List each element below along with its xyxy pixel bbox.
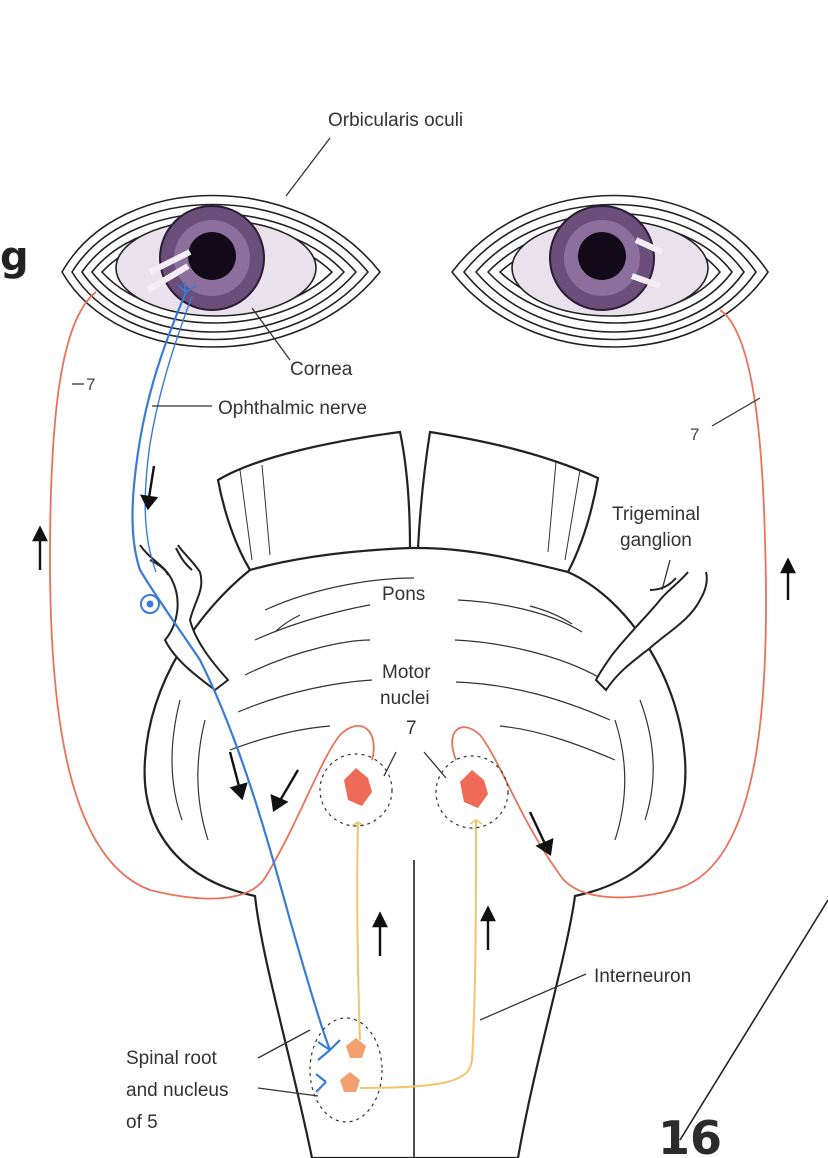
spinal-root-label-3: of 5	[126, 1112, 158, 1133]
page-corner-line	[679, 899, 828, 1141]
pons-label: Pons	[382, 584, 425, 605]
trigeminal-ganglion-label-1: Trigeminal	[612, 504, 700, 525]
left-facial-nerve	[49, 291, 375, 900]
arrow-diag-right-mid	[528, 811, 554, 857]
interneuron-path	[351, 819, 483, 1089]
cornea-label: Cornea	[290, 359, 353, 380]
motor-nuclei	[319, 753, 509, 829]
facial-nerve-paths	[49, 291, 767, 900]
left-peduncle	[216, 430, 412, 572]
orbicularis-oculi-label: Orbicularis oculi	[328, 110, 463, 131]
ophthalmic-nerve-path	[131, 281, 341, 1093]
pons-striations	[171, 461, 654, 841]
arrow-up-interneuron-left	[372, 911, 388, 956]
motor-nuclei-label-1: Motor	[382, 662, 431, 683]
facial-nerve-right-label: 7	[690, 425, 699, 444]
left-eye	[61, 194, 382, 348]
right-peduncle	[416, 430, 600, 574]
right-eye	[450, 194, 769, 348]
leader-lines	[72, 137, 828, 1141]
right-motor-neuron	[460, 770, 488, 808]
left-pupil	[188, 232, 236, 280]
trigeminal-ganglion-label-2: ganglion	[620, 530, 692, 551]
spinal-root-label-1: Spinal root	[126, 1048, 218, 1069]
right-facial-nerve	[451, 309, 767, 899]
pons-outline	[143, 546, 687, 1158]
brainstem	[143, 430, 687, 1158]
right-pupil	[578, 232, 626, 280]
edge-letter: g	[0, 234, 29, 280]
arrow-diag-left-mid	[270, 769, 300, 813]
page-number: 16	[658, 1111, 722, 1158]
motor-nuclei-number: 7	[406, 718, 417, 739]
right-trigeminal-ganglion	[594, 571, 708, 692]
spinal-nucleus	[309, 1017, 383, 1123]
interneuron-label: Interneuron	[594, 966, 691, 987]
arrow-up-right	[780, 557, 796, 600]
spinal-root-label-2: and nucleus	[126, 1080, 228, 1101]
arrow-up-interneuron-right	[480, 905, 496, 950]
arrow-up-left	[32, 525, 48, 570]
left-motor-neuron	[344, 768, 372, 806]
arrow-down-left-mid	[228, 751, 248, 801]
motor-nuclei-label-2: nuclei	[380, 688, 430, 709]
direction-arrows	[32, 465, 796, 956]
ophthalmic-nerve-label: Ophthalmic nerve	[218, 398, 367, 419]
arrow-down-left-top	[139, 465, 159, 511]
facial-nerve-left-label: 7	[86, 375, 95, 394]
